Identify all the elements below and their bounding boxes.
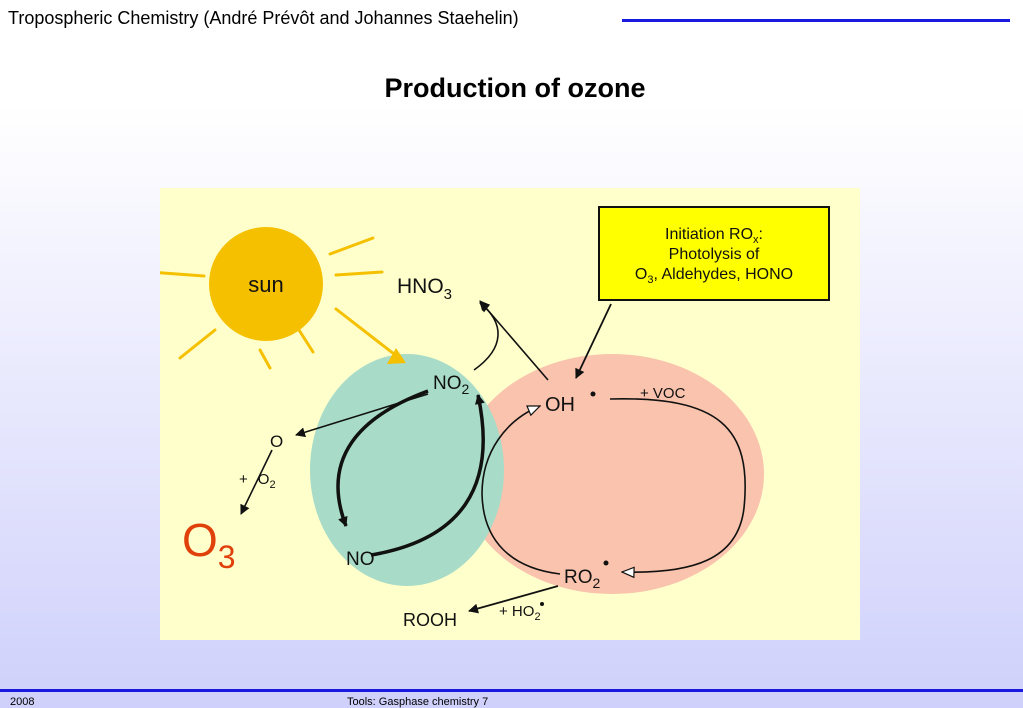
ro2-label: RO2 (564, 567, 601, 591)
no-label: NO (346, 549, 375, 570)
arrow-oh-to-hno3 (479, 300, 549, 381)
slide-title: Production of ozone (384, 73, 646, 103)
ho2-radical-dot (540, 602, 544, 606)
plus-ho2-label: + HO2 (499, 603, 541, 623)
header-title: Tropospheric Chemistry (André Prévôt and… (8, 8, 519, 28)
ozone-diagram: sun Initiation ROx: Photolysis of O3, Al… (160, 188, 860, 640)
arrow-ro2-to-rooh (468, 585, 559, 614)
rooh-label: ROOH (403, 610, 457, 630)
o3-label: O3 (182, 514, 236, 575)
ro-x-ellipse (460, 354, 764, 594)
footer-rule (0, 689, 1023, 692)
plus-voc-label: + VOC (640, 385, 686, 402)
initiation-line-2: Photolysis of (669, 246, 760, 263)
arrow-initiation-to-oh (575, 303, 612, 379)
sun-rays (160, 236, 396, 370)
sun-label: sun (248, 272, 283, 297)
no2-label: NO2 (433, 373, 470, 397)
header-rule (622, 19, 1010, 22)
oh-label: OH (545, 394, 575, 416)
no-x-ellipse (310, 354, 504, 586)
oh-radical-dot (590, 391, 596, 397)
sun (209, 227, 323, 341)
sun-arrowhead (387, 348, 406, 364)
arrow-oh-to-ro2 (609, 398, 746, 572)
o-label: O (270, 432, 283, 451)
arrow-o-to-o3 (240, 449, 273, 515)
initiation-box (598, 206, 830, 301)
arrow-no-to-no2 (370, 394, 485, 557)
plus-o2-label: +O2 (239, 471, 276, 491)
initiation-line-3: O3, Aldehydes, HONO (635, 266, 793, 286)
hno3-label: HNO3 (397, 275, 452, 303)
footer-year: 2008 (10, 696, 35, 708)
arrow-no2-to-o (295, 393, 429, 438)
initiation-line-1: Initiation ROx: (665, 226, 763, 246)
ro2-radical-dot (603, 560, 609, 566)
arrow-ro2-to-oh (481, 405, 561, 575)
footer-center: Tools: Gasphase chemistry 7 (347, 696, 489, 708)
